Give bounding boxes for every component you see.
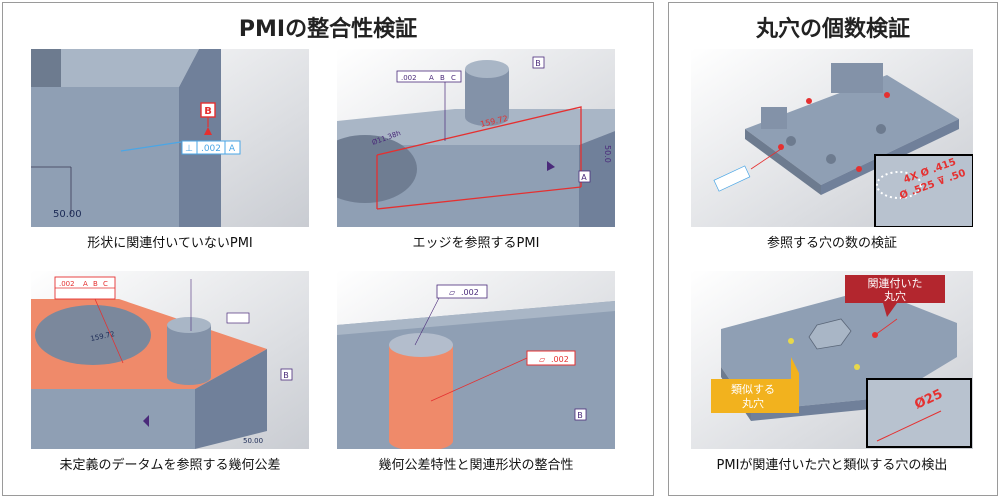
tile-similar-hole-detection[interactable]: 関連付いた 丸穴 類似する 丸穴 Ø25 (691, 271, 973, 449)
tile-similar-hole-detection-image: 関連付いた 丸穴 類似する 丸穴 Ø25 (691, 271, 973, 449)
tile-hole-count-image: 4X Ø .415 Ø .525 ⊽ .50 (691, 49, 973, 227)
caption-tolerance-consistency: 幾何公差特性と関連形状の整合性 (378, 458, 574, 473)
tile-edge-reference-pmi-image: 159.72 50.0 Ø11.38h .002 A B C B A (337, 49, 615, 227)
tile-hole-count[interactable]: 4X Ø .415 Ø .525 ⊽ .50 (691, 49, 973, 227)
fcf-tolerance: .002 (401, 74, 417, 82)
dimension-label: 50.00 (53, 209, 82, 220)
datum-label: B (535, 59, 541, 68)
balloon-yellow-line-1: 類似する (731, 383, 775, 396)
balloon-red-line-2: 丸穴 (884, 289, 906, 303)
caption-hole-count: 参照する穴の数の検証 (766, 236, 897, 251)
balloon-red-line-1: 関連付いた (868, 276, 923, 290)
fcf-top-tolerance: .002 (461, 288, 479, 297)
tile-edge-reference-pmi[interactable]: 159.72 50.0 Ø11.38h .002 A B C B A (337, 49, 615, 227)
balloon-yellow-line-2: 丸穴 (742, 396, 764, 410)
fcf-tolerance: .002 (59, 280, 75, 288)
fcf-datum-a: A (83, 280, 88, 288)
tile-tolerance-consistency-image: ▱ .002 ▱ .002 B (337, 271, 615, 449)
left-panel-title: PMIの整合性検証 (238, 17, 418, 42)
fcf-red-tolerance: .002 (551, 355, 569, 364)
right-panel: 丸穴の個数検証 4X Ø .415 (668, 2, 998, 496)
caption-undefined-datum: 未定義のデータムを参照する幾何公差 (59, 458, 281, 473)
datum-label: B (283, 371, 289, 380)
fcf-datum-a: A (429, 74, 434, 82)
tile-unlinked-pmi[interactable]: B ⊥ .002 A 50.00 (31, 49, 309, 227)
datum-label: B (577, 411, 583, 420)
right-panel-title: 丸穴の個数検証 (755, 17, 910, 42)
fcf-datum-b: B (93, 280, 98, 288)
datum-label: B (204, 106, 212, 117)
left-panel: PMIの整合性検証 B ⊥ .002 A (2, 2, 654, 496)
fcf-datum-b: B (440, 74, 445, 82)
dimension-side-label: 50.0 (603, 145, 612, 163)
flatness-icon: ▱ (449, 288, 456, 297)
tile-undefined-datum[interactable]: 159.72 .002 A B C B 50.00 (31, 271, 309, 449)
caption-similar-hole-detection: PMIが関連付いた穴と類似する穴の検出 (716, 458, 948, 473)
tile-undefined-datum-image: 159.72 .002 A B C B 50.00 (31, 271, 309, 449)
fcf-tolerance: .002 (201, 144, 221, 154)
tile-unlinked-pmi-image: B ⊥ .002 A 50.00 (31, 49, 309, 227)
fcf-datum: A (229, 144, 236, 154)
dimension-corner-label: 50.00 (243, 437, 263, 445)
caption-edge-reference-pmi: エッジを参照するPMI (412, 236, 540, 251)
fcf-datum-c: C (451, 74, 456, 82)
fcf-symbol-icon: ⊥ (185, 144, 193, 154)
datum-tag-label: A (581, 173, 587, 182)
caption-unlinked-pmi: 形状に関連付いていないPMI (87, 236, 253, 251)
tile-tolerance-consistency[interactable]: ▱ .002 ▱ .002 B (337, 271, 615, 449)
fcf-datum-c: C (103, 280, 108, 288)
flatness-red-icon: ▱ (539, 355, 546, 364)
